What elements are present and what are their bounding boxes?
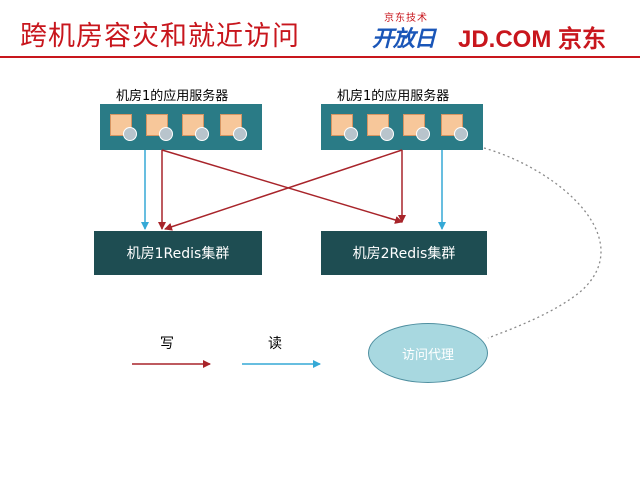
write-arrow-group2-to-redis1 xyxy=(164,149,403,231)
status-dot-icon xyxy=(454,127,468,141)
page-title: 跨机房容灾和就近访问 xyxy=(20,21,300,52)
server-icon xyxy=(441,114,468,141)
access-proxy: 访问代理 xyxy=(368,323,488,383)
title-divider xyxy=(0,56,640,58)
server-icon xyxy=(110,114,137,141)
status-dot-icon xyxy=(380,127,394,141)
redis-cluster-1: 机房1Redis集群 xyxy=(94,231,262,275)
status-dot-icon xyxy=(416,127,430,141)
write-arrow-group1-to-redis2 xyxy=(161,149,403,224)
status-dot-icon xyxy=(233,127,247,141)
server-group-2 xyxy=(321,104,483,150)
server-icon xyxy=(182,114,209,141)
status-dot-icon xyxy=(195,127,209,141)
status-dot-icon xyxy=(123,127,137,141)
server-group-1 xyxy=(100,104,262,150)
logo-kaifang: 开放日 xyxy=(372,27,436,52)
status-dot-icon xyxy=(159,127,173,141)
legend-read-label: 读 xyxy=(268,336,282,352)
logo-jd-com: JD.COM 京东 xyxy=(458,26,607,53)
brand-logo: 京东技术 开放日 JD.COM 京东 xyxy=(372,9,632,53)
redis-cluster-2: 机房2Redis集群 xyxy=(321,231,487,275)
server-group-1-label: 机房1的应用服务器 xyxy=(116,89,229,104)
server-icon xyxy=(367,114,394,141)
server-icon xyxy=(403,114,430,141)
server-group-2-label: 机房1的应用服务器 xyxy=(337,89,450,104)
access-proxy-label: 访问代理 xyxy=(401,347,454,363)
legend-write-label: 写 xyxy=(160,336,174,352)
proxy-connection-line xyxy=(483,147,602,339)
server-icon xyxy=(220,114,247,141)
server-icon xyxy=(331,114,358,141)
logo-tagline: 京东技术 xyxy=(384,13,428,24)
status-dot-icon xyxy=(344,127,358,141)
server-icon xyxy=(146,114,173,141)
